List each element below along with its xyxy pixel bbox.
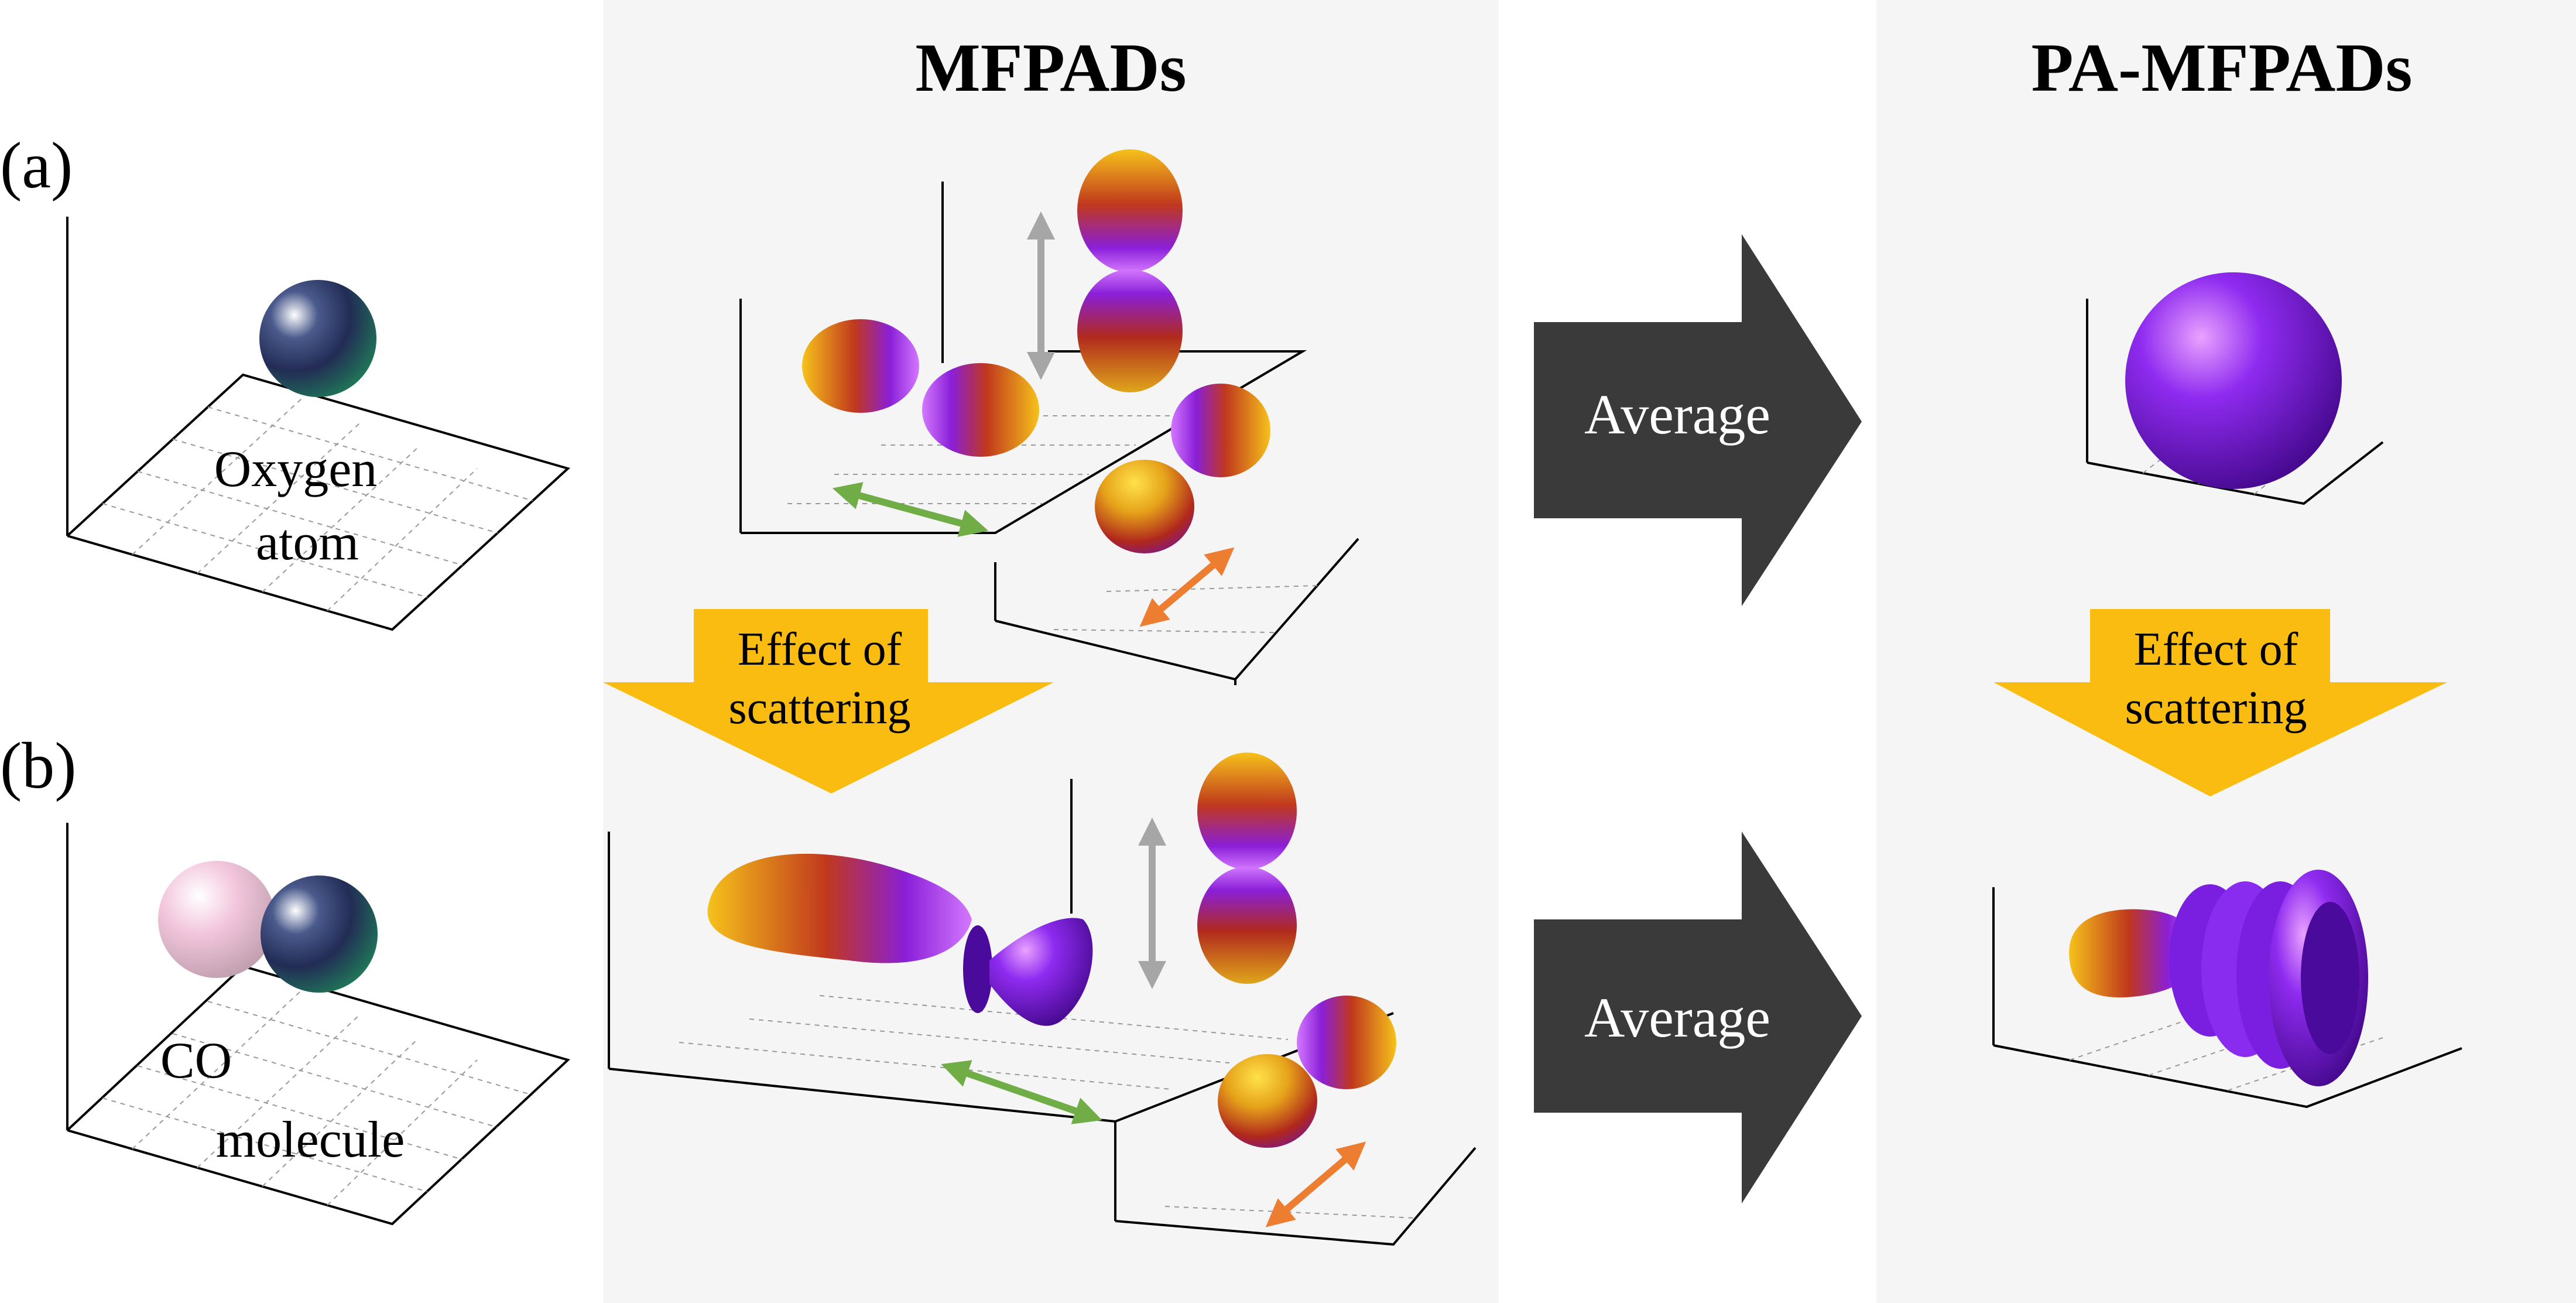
mfpads-a-lobe-left (802, 319, 919, 413)
average-arrow-bottom (1534, 832, 1862, 1203)
row-label-b: (b) (0, 730, 77, 802)
effect-left-line1: Effect of (738, 624, 902, 675)
effect-arrow-right (1993, 609, 2447, 796)
mfpads-a-lobe-right (922, 363, 1039, 457)
mfpads-b-lobe-top (1197, 753, 1297, 870)
effect-left-line2: scattering (729, 682, 911, 734)
effect-right-line2: scattering (2125, 682, 2307, 734)
oxygen-atom-plot (66, 217, 570, 631)
effect-right-line1: Effect of (2134, 624, 2298, 675)
oxygen-label-line1: Oxygen (214, 441, 378, 498)
pa-mfpads-b-forward-lobe (2069, 909, 2201, 998)
pa-mfpads-b-axes (1992, 887, 2462, 1109)
average-arrow-top (1534, 234, 1862, 606)
orange-polarization-arrow-a (1139, 547, 1235, 627)
average-label-top: Average (1584, 383, 1770, 446)
mfpads-b-lobe-diag-lower (1218, 1054, 1317, 1148)
row-label-a: (a) (0, 129, 73, 202)
mfpads-a-lobe-diag-upper (1171, 384, 1270, 477)
mfpads-b-forward-lobe (707, 853, 972, 963)
mfpads-b-lobe-diag-upper (1297, 996, 1396, 1089)
mfpads-a-lobe-diag-lower (1095, 460, 1194, 553)
co-molecule-plot (66, 823, 570, 1226)
mfpads-a-lobe-bottom (1077, 269, 1183, 392)
carbon-sphere (158, 861, 275, 978)
pa-mfpads-header: PA-MFPADs (2032, 29, 2413, 106)
orange-polarization-arrow-b (1265, 1141, 1366, 1227)
mfpads-b-small-disc (963, 925, 992, 1013)
green-polarization-arrow-a (832, 482, 989, 537)
effect-arrow-left (603, 609, 1054, 794)
mfpads-b-lobe-bottom (1197, 867, 1297, 984)
average-label-bottom: Average (1584, 986, 1770, 1049)
pa-mfpads-a-sphere (2125, 272, 2342, 489)
oxygen-sphere-co (261, 875, 378, 993)
co-label-line1: CO (160, 1032, 232, 1089)
green-polarization-arrow-b (941, 1060, 1102, 1124)
mfpads-a-lobe-top (1077, 149, 1183, 272)
mfpads-header: MFPADs (915, 29, 1186, 106)
oxygen-sphere (259, 280, 376, 397)
co-label-line2: molecule (216, 1112, 405, 1168)
pa-mfpads-b-ringed-cone (2169, 870, 2368, 1086)
mfpads-b-cone-lobe (989, 918, 1093, 1026)
oxygen-label-line2: atom (256, 514, 359, 571)
